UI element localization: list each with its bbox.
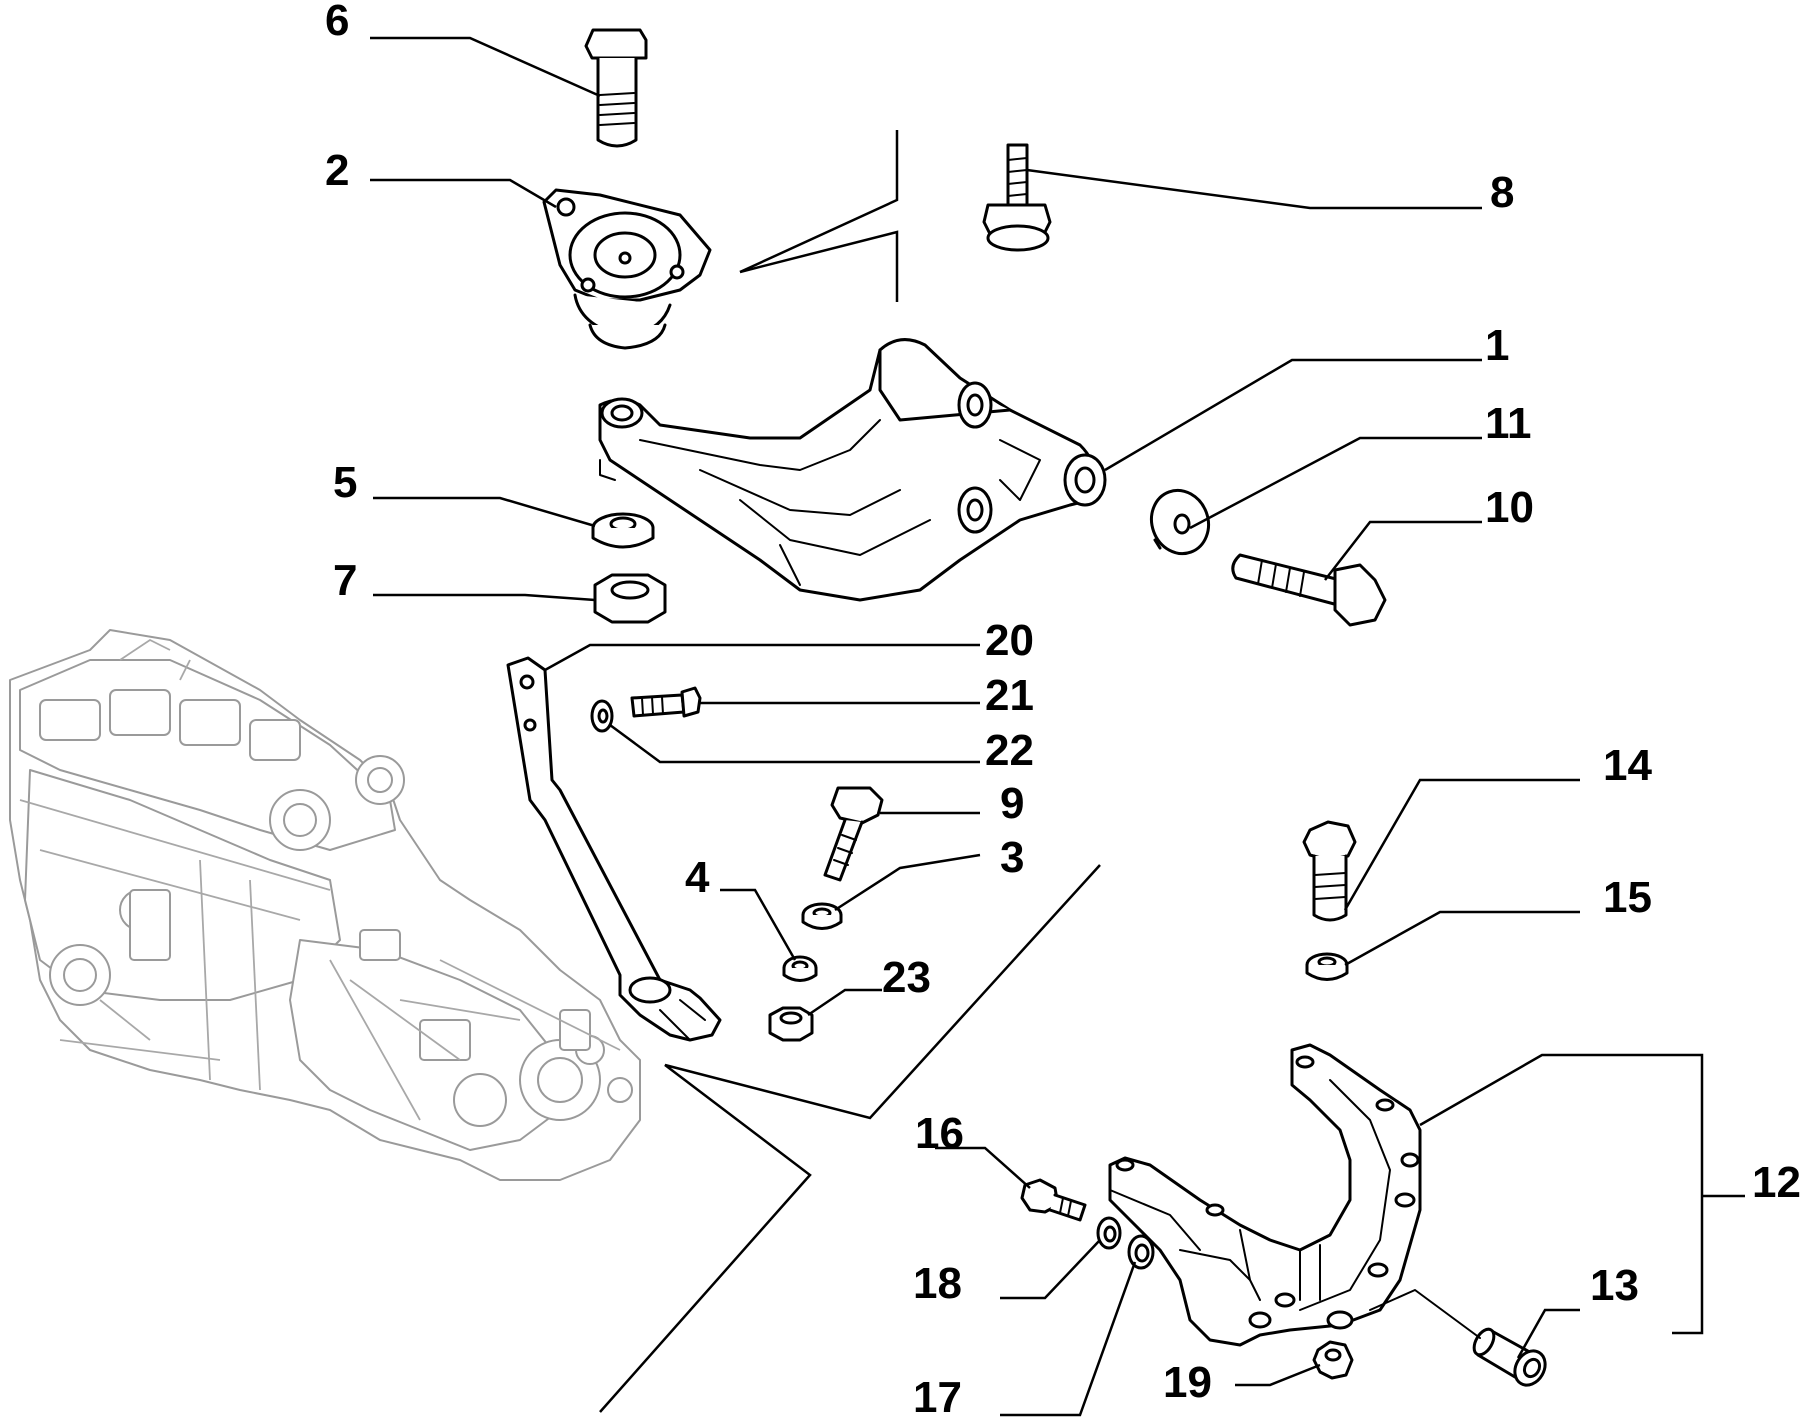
washer-part-18 [1096, 1216, 1122, 1250]
leader-2 [370, 178, 557, 209]
leader-3 [834, 853, 981, 912]
callout-11: 11 [1485, 399, 1532, 448]
bolt-part-16 [1020, 1178, 1087, 1222]
nut-part-7 [593, 573, 667, 624]
lower-bracket-part-12 [1108, 1043, 1422, 1347]
callout-4: 4 [685, 853, 710, 902]
main-bracket-part-1 [598, 338, 1107, 602]
bushing-part-13 [1369, 1289, 1547, 1387]
leader-17 [1000, 1261, 1137, 1417]
callout-numbers: 6 2 8 1 11 10 5 7 20 21 22 9 3 4 23 14 1… [325, 0, 1801, 1417]
washer-part-11 [1150, 488, 1210, 556]
washer-part-22 [590, 699, 614, 733]
callout-13: 13 [1590, 1261, 1639, 1310]
assembly-reference-lines [599, 864, 1101, 1413]
leader-11 [1189, 436, 1482, 530]
bolt-part-14 [1302, 820, 1357, 922]
reference-wedge-lines [739, 130, 899, 302]
engine-gearbox-illustration [9, 629, 641, 1181]
callout-10: 10 [1485, 483, 1534, 532]
leader-12 [1419, 1053, 1745, 1335]
callout-7: 7 [333, 556, 357, 605]
leader-5 [373, 496, 596, 528]
washer-part-4 [782, 955, 818, 982]
leader-18 [1000, 1239, 1101, 1300]
callout-23: 23 [882, 953, 931, 1002]
leader-10 [1324, 520, 1482, 581]
leader-22 [609, 723, 980, 764]
leader-1 [1104, 358, 1482, 472]
callout-15: 15 [1603, 873, 1652, 922]
strut-rod-part-20 [506, 656, 722, 1042]
leader-23 [807, 988, 882, 1017]
callout-9: 9 [1000, 779, 1024, 828]
callout-19: 19 [1163, 1358, 1212, 1407]
leader-15 [1344, 910, 1580, 967]
leader-16 [935, 1146, 1031, 1189]
callout-1: 1 [1485, 321, 1509, 370]
leader-19 [1235, 1363, 1321, 1387]
nut-part-23 [768, 1006, 814, 1042]
washer-part-15 [1305, 952, 1349, 981]
washer-part-3 [801, 902, 843, 930]
bolt-part-10 [1231, 553, 1387, 627]
washer-part-17 [1127, 1234, 1155, 1270]
rubber-mount-part-2 [542, 188, 712, 350]
callout-22: 22 [985, 726, 1034, 775]
callout-6: 6 [325, 0, 349, 45]
callout-2: 2 [325, 146, 349, 195]
callout-3: 3 [1000, 833, 1024, 882]
nut-part-19 [1312, 1340, 1354, 1380]
callout-16: 16 [915, 1109, 964, 1158]
bolt-part-9 [823, 786, 884, 882]
leader-7 [373, 593, 596, 602]
bolt-part-6 [584, 28, 648, 148]
stud-bolt-part-8 [982, 143, 1052, 252]
callout-20: 20 [985, 616, 1034, 665]
leader-4 [720, 888, 797, 961]
leader-8 [1026, 168, 1482, 210]
callout-14: 14 [1603, 741, 1652, 790]
leader-14 [1343, 778, 1580, 911]
leader-lines [370, 36, 1745, 1417]
callout-8: 8 [1490, 168, 1514, 217]
callout-21: 21 [985, 671, 1034, 720]
callout-12: 12 [1752, 1158, 1801, 1207]
callout-5: 5 [333, 458, 357, 507]
callout-17: 17 [913, 1373, 962, 1417]
callout-18: 18 [913, 1259, 962, 1308]
bolt-part-21 [630, 686, 702, 718]
leader-20 [544, 643, 980, 672]
leader-6 [370, 36, 601, 98]
leader-13 [1516, 1308, 1580, 1359]
washer-part-5 [591, 512, 655, 549]
